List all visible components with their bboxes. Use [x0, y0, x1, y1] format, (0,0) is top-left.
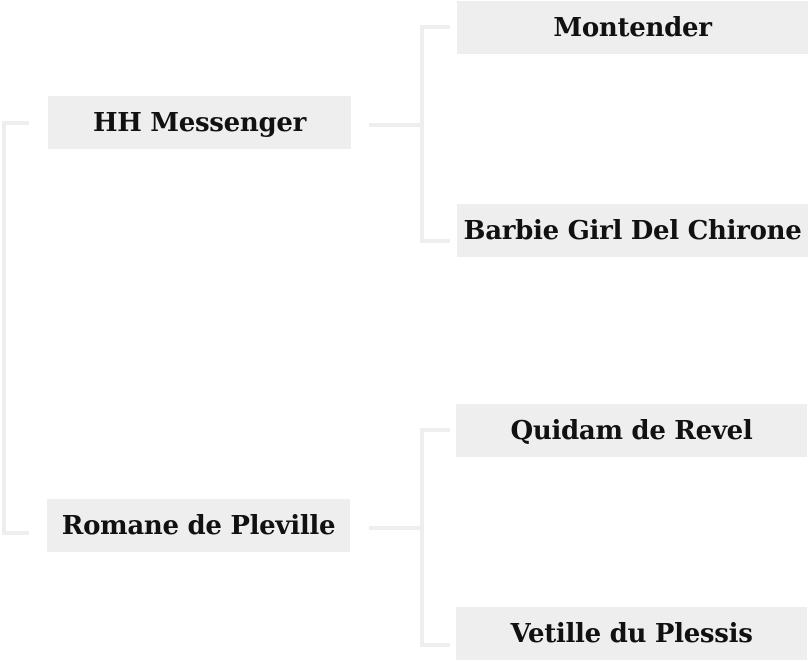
dam-bracket-top	[420, 428, 450, 432]
sire-bracket-vertical	[420, 25, 424, 243]
dam-name: Romane de Pleville	[61, 510, 336, 541]
sire-connector-horizontal	[369, 123, 423, 127]
dam-connector-horizontal	[369, 526, 423, 530]
dam-bracket-bottom	[420, 643, 450, 647]
sire-sire-node[interactable]: Montender	[457, 1, 808, 54]
dam-dam-node[interactable]: Vetille du Plessis	[456, 607, 807, 660]
root-bracket-bottom	[2, 531, 29, 535]
dam-dam-name: Vetille du Plessis	[510, 618, 753, 649]
dam-sire-node[interactable]: Quidam de Revel	[456, 404, 807, 457]
root-bracket-vertical	[2, 121, 6, 535]
dam-node[interactable]: Romane de Pleville	[47, 499, 350, 552]
sire-node[interactable]: HH Messenger	[48, 96, 351, 149]
dam-bracket-vertical	[420, 428, 424, 647]
sire-bracket-bottom	[420, 239, 450, 243]
sire-dam-name: Barbie Girl Del Chirone	[463, 215, 802, 246]
sire-sire-name: Montender	[553, 12, 712, 43]
dam-sire-name: Quidam de Revel	[510, 415, 753, 446]
sire-name: HH Messenger	[92, 107, 307, 138]
sire-bracket-top	[420, 25, 450, 29]
sire-dam-node[interactable]: Barbie Girl Del Chirone	[457, 204, 808, 257]
root-bracket-top	[2, 121, 29, 125]
